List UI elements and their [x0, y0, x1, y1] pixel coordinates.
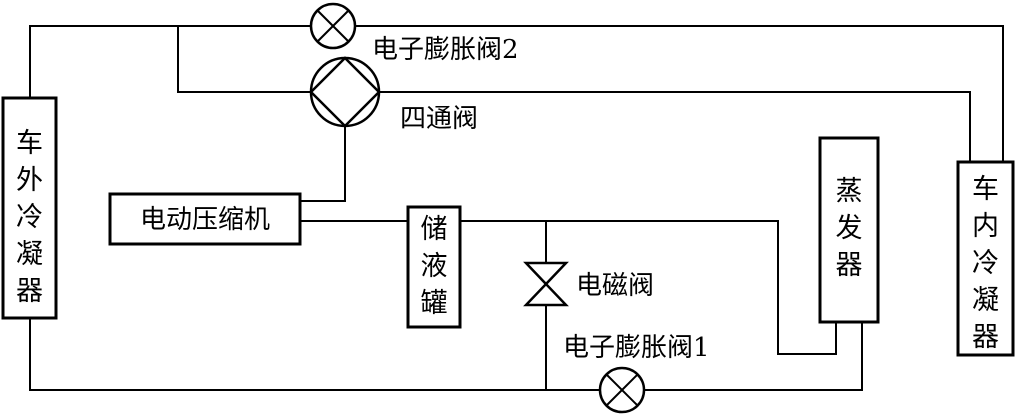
evaporator: 蒸发器: [818, 136, 880, 324]
receiver: 储液罐: [406, 205, 462, 329]
evaporator-label: 蒸发器: [836, 176, 863, 281]
pipe-fourway-to-indoor: [177, 26, 971, 162]
expansion-valve-1: [598, 366, 646, 414]
expansion-valve-2: [309, 2, 357, 50]
four-way-valve: [309, 56, 381, 128]
outdoor-condenser: 车外冷凝器: [1, 96, 58, 320]
solenoid-valve-label: 电磁阀: [576, 271, 654, 301]
four-way-valve-label: 四通阀: [400, 104, 478, 134]
receiver-label: 储液罐: [421, 214, 448, 319]
indoor-condenser-label: 车内冷凝器: [972, 174, 999, 353]
expansion-valve-2-label: 电子膨胀阀2: [372, 35, 519, 65]
pipe-fourway-to-compressor: [300, 126, 346, 202]
pipe-compressor-to-evaporator: [300, 220, 837, 355]
outdoor-condenser-label: 车外冷凝器: [16, 128, 43, 307]
pipe-bottom-loop: [29, 318, 863, 391]
compressor-label: 电动压缩机: [140, 205, 270, 235]
four-way-valve-diamond-icon: [309, 56, 381, 128]
compressor: 电动压缩机: [108, 192, 302, 246]
pipe-top-loop: [29, 25, 1004, 162]
expansion-valve-1-label: 电子膨胀阀1: [563, 333, 710, 363]
indoor-condenser: 车内冷凝器: [956, 160, 1015, 357]
solenoid-valve-icon: [523, 261, 569, 286]
solenoid-valve: [523, 261, 569, 307]
